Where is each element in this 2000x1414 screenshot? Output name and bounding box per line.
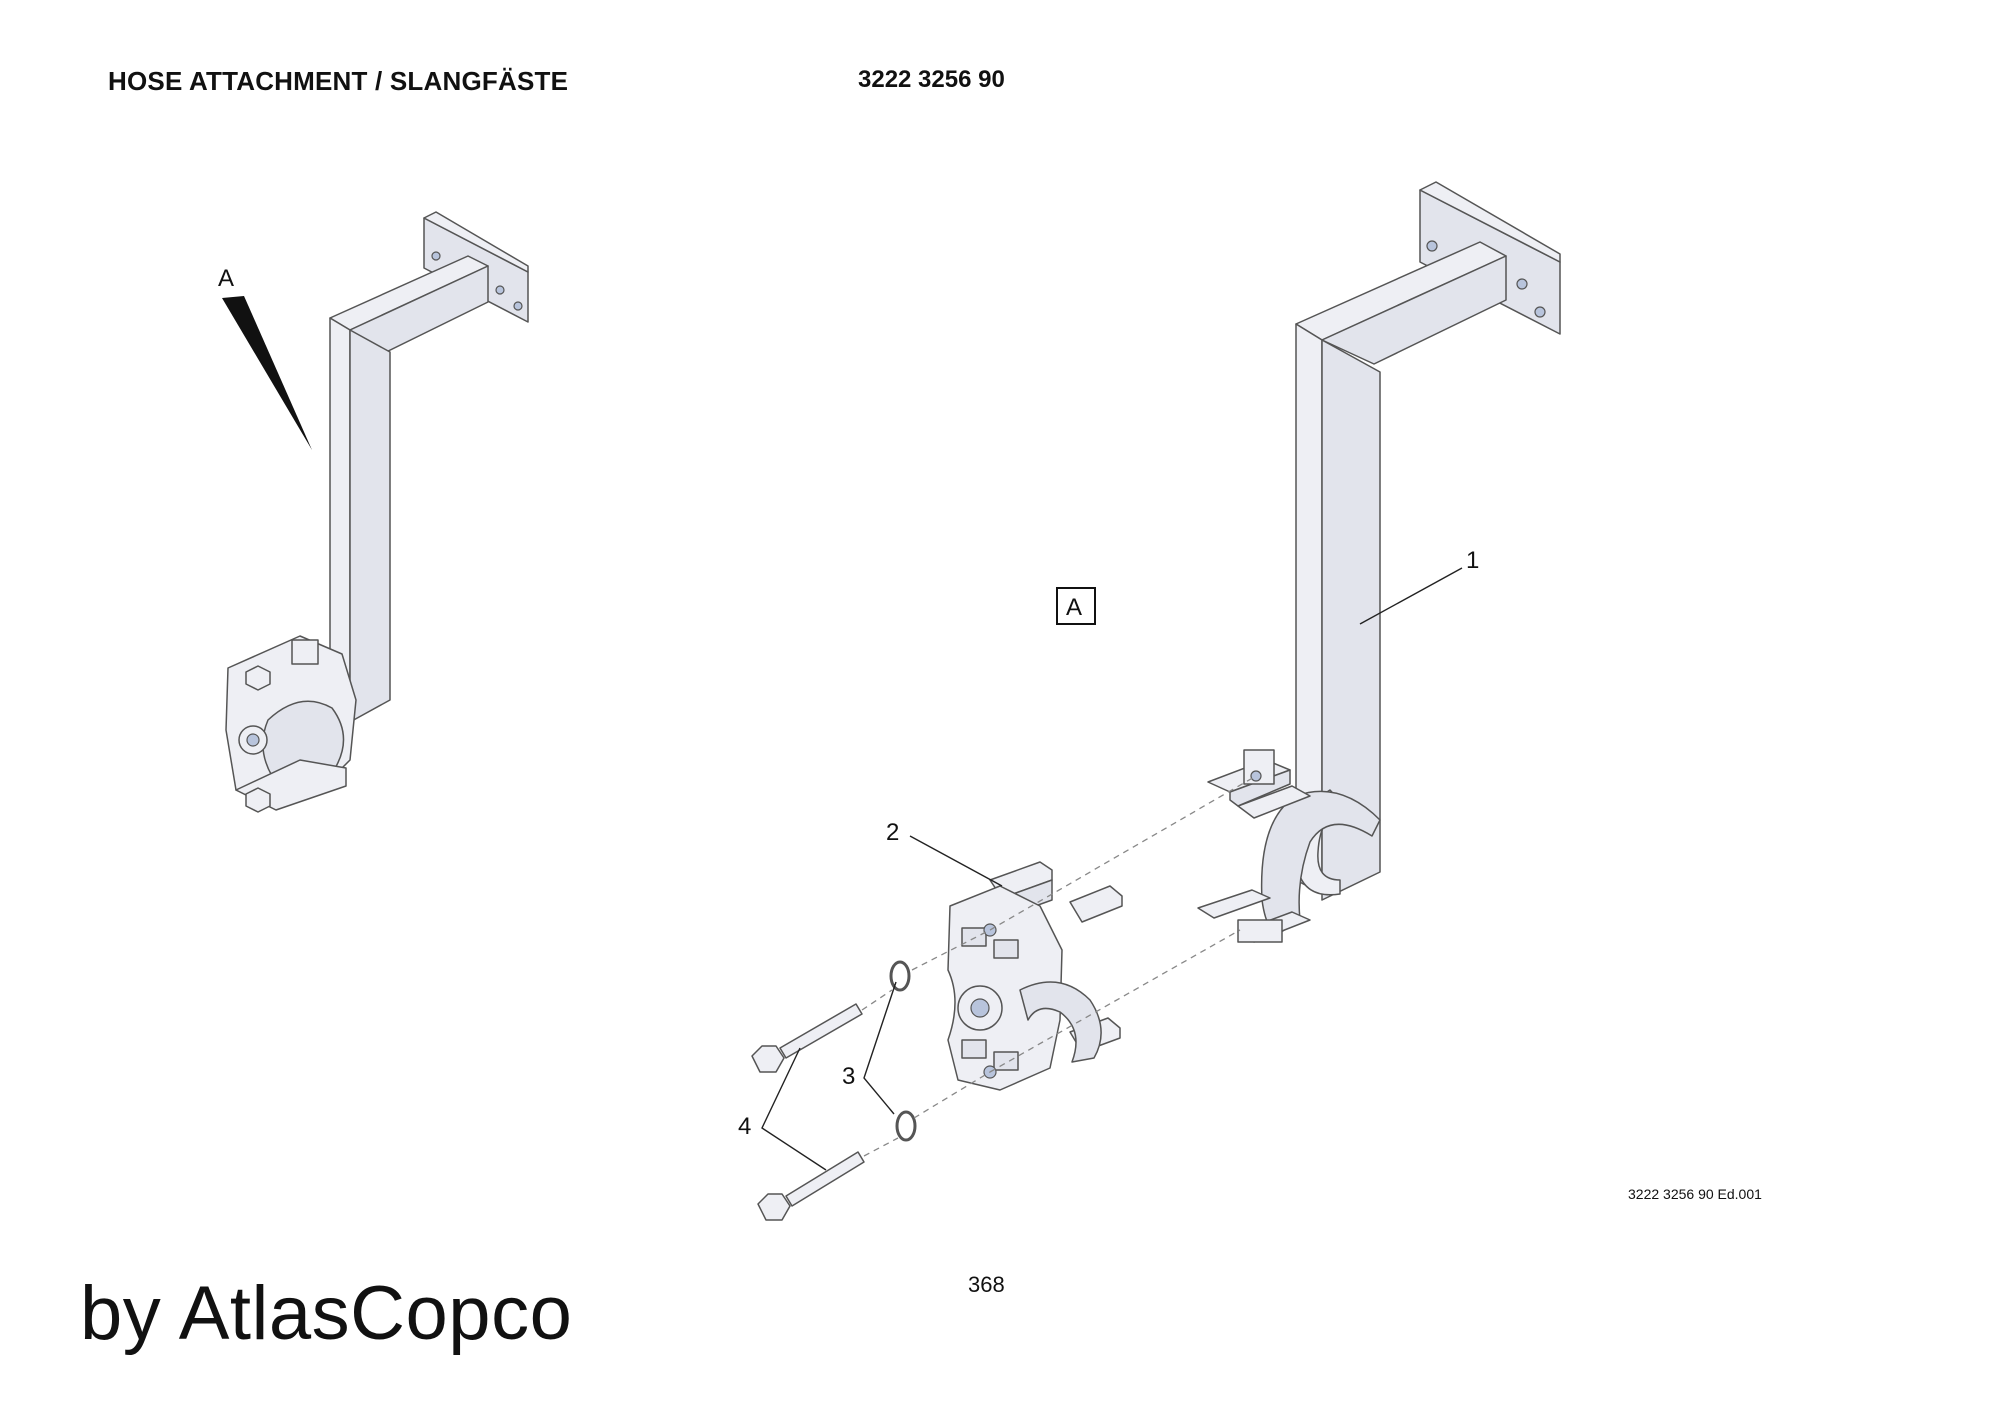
callout-leaders (761, 567, 1463, 1171)
edition-code: 3222 3256 90 Ed.001 (1628, 1186, 1762, 1202)
assembled-bracket-view (225, 211, 529, 813)
page-title: HOSE ATTACHMENT / SLANGFÄSTE (108, 66, 569, 96)
view-arrow-label: A (218, 265, 234, 292)
view-arrow (222, 296, 312, 450)
washer-part-3 (889, 960, 917, 1142)
assembly-lines (861, 775, 1257, 1157)
bracket-part-1 (1197, 181, 1561, 943)
part-number: 3222 3256 90 (858, 66, 1005, 93)
page-number: 368 (968, 1272, 1005, 1297)
callout-item-2: 2 (886, 819, 899, 846)
callout-item-1: 1 (1466, 547, 1479, 574)
bolt-part-4 (751, 1003, 865, 1221)
callout-item-3: 3 (842, 1063, 855, 1090)
clamp-part-2 (947, 861, 1123, 1091)
detail-box-label: A (1066, 594, 1082, 621)
callout-item-4: 4 (738, 1113, 751, 1140)
watermark: by AtlasCopco (80, 1271, 573, 1356)
detail-box (1056, 587, 1096, 625)
